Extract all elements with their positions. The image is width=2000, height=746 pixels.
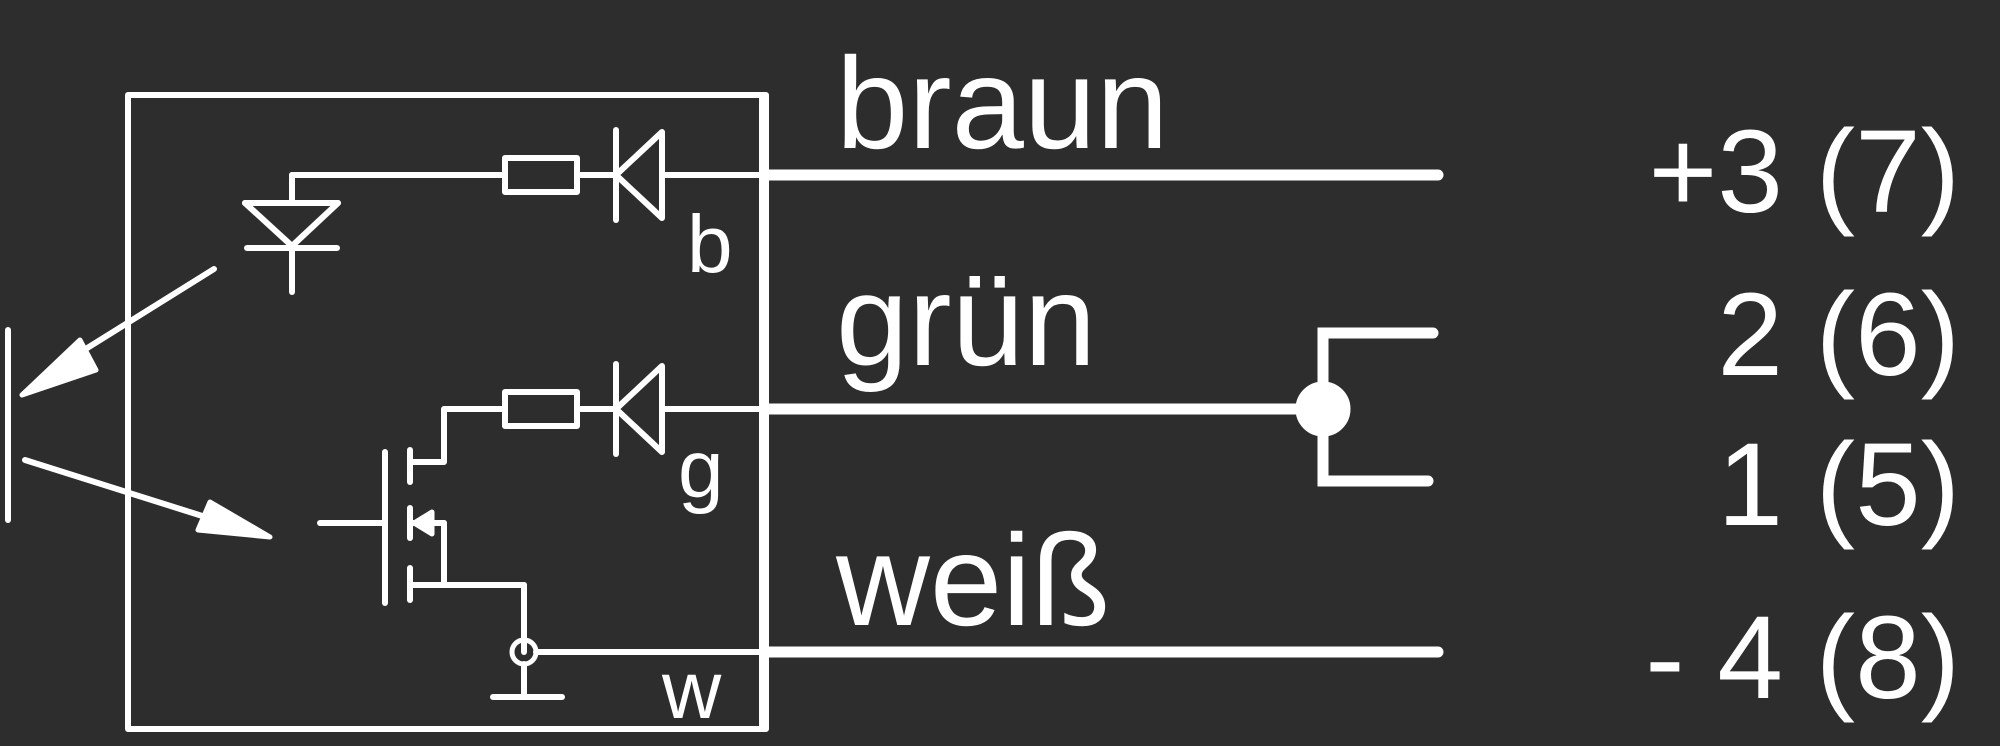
pin-label-3: +3 (7) xyxy=(1648,106,1960,238)
photodiode-icon xyxy=(242,172,341,295)
pin-label-2: 2 (6) xyxy=(1717,269,1960,401)
branch-w-letter: w xyxy=(661,645,722,736)
receiver-arrow-icon xyxy=(22,457,273,540)
pin-label-4: - 4 (8) xyxy=(1645,592,1960,724)
wire-name-weiss: weiß xyxy=(835,507,1110,653)
pin-label-1: 1 (5) xyxy=(1717,419,1960,551)
switch-contact-icon xyxy=(1295,327,1439,487)
wire-name-gruen: grün xyxy=(836,247,1096,393)
emitter-arrow-icon xyxy=(19,266,217,398)
ground-icon xyxy=(490,661,565,700)
wire-name-braun: braun xyxy=(836,30,1169,176)
branch-g-wire xyxy=(407,406,508,465)
transistor-icon xyxy=(317,447,527,606)
branch-b-letter: b xyxy=(687,199,733,290)
branch-g-letter: g xyxy=(678,424,724,515)
